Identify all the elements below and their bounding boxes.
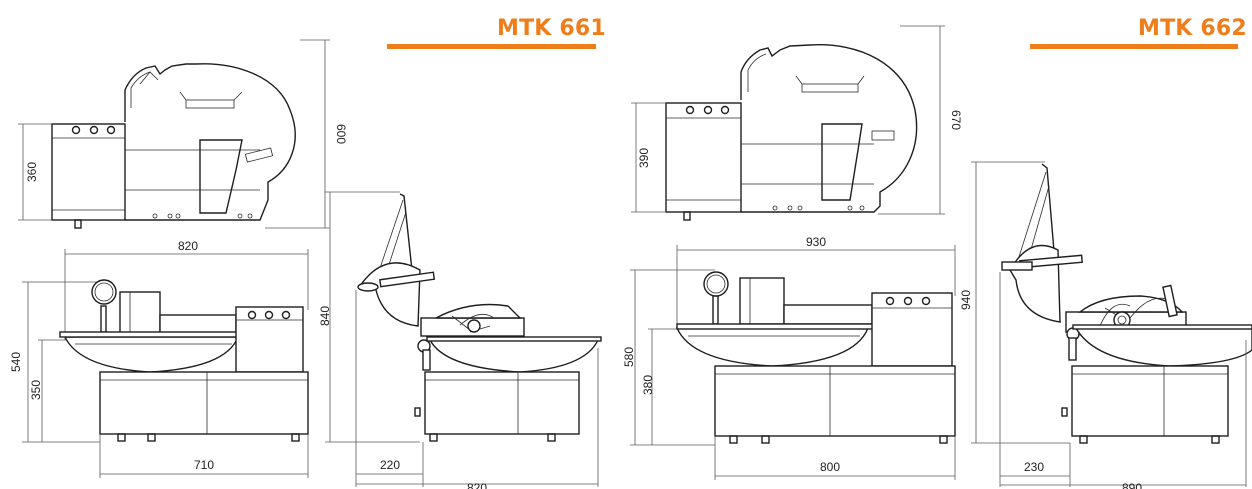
model-title-mtk661: MTK 661 — [497, 16, 606, 41]
mtk661-front-view: 820 540 350 — [9, 239, 309, 478]
dim-height-mtk662: 580 — [622, 347, 636, 367]
dim-side-height-mtk662: 940 — [959, 290, 973, 310]
title-underline-mtk662 — [1030, 44, 1238, 49]
dim-base-width-mtk661: 710 — [194, 458, 214, 472]
mtk662-drawings: 670 390 930 580 380 — [622, 25, 1252, 489]
dim-top-height-mtk661: 600 — [334, 124, 348, 144]
dim-height-mtk661: 540 — [9, 352, 23, 372]
dim-base-width-mtk662: 800 — [820, 460, 840, 474]
dim-side-height-mtk661: 840 — [318, 306, 332, 326]
dim-side-width-mtk662: 890 — [1122, 481, 1142, 489]
mtk661-drawings: 600 360 820 540 350 — [9, 39, 602, 489]
dim-top-body-mtk662: 390 — [637, 148, 651, 168]
dim-bowl-height-mtk662: 380 — [641, 375, 655, 395]
dim-width-mtk662: 930 — [806, 235, 826, 249]
dim-side-width-mtk661: 820 — [467, 481, 487, 489]
dim-top-height-mtk662: 670 — [949, 110, 963, 130]
title-underline-mtk661 — [387, 44, 596, 49]
mtk661-side-view: 840 — [318, 191, 602, 489]
dim-top-body-mtk661: 360 — [25, 162, 39, 182]
mtk662-side-view: 940 — [959, 161, 1252, 489]
mtk662-top-view: 670 390 — [631, 25, 963, 221]
dim-bowl-height-mtk661: 350 — [29, 380, 43, 400]
mtk661-top-view: 600 360 — [18, 39, 348, 229]
mtk662-front-view: 930 580 380 — [622, 235, 956, 480]
dim-side-offset-mtk661: 220 — [380, 458, 400, 472]
dim-side-offset-mtk662: 230 — [1024, 460, 1044, 474]
dim-width-mtk661: 820 — [178, 239, 198, 253]
model-title-mtk662: MTK 662 — [1138, 16, 1247, 41]
